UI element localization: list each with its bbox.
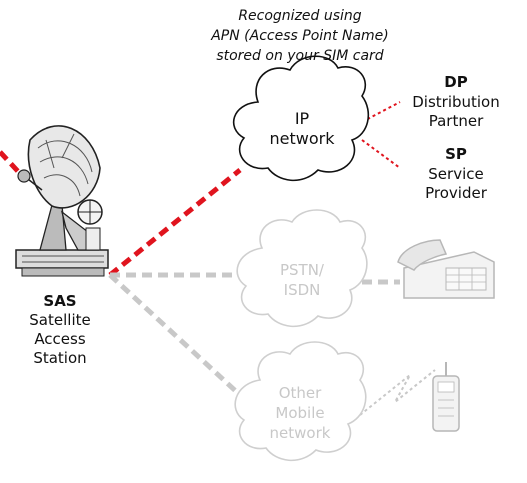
mobile-cloud-label-2: Mobile (275, 404, 324, 422)
sas-label-2: Access (34, 330, 86, 348)
mobile-phone-icon (432, 362, 460, 432)
sp-label-1: Service (428, 165, 483, 183)
ip-to-sp-link (361, 139, 401, 169)
dp-abbr: DP (444, 73, 467, 91)
mobile-radio-link (359, 369, 436, 416)
sas-label-1: Satellite (29, 311, 90, 329)
satellite-uplink-link (0, 150, 28, 182)
dp-label-1: Distribution (412, 93, 500, 111)
pstn-cloud-label-2: ISDN (284, 281, 321, 299)
ip-cloud-label-1: IP (295, 109, 310, 128)
sas-to-mobile-link (108, 273, 242, 397)
ip-network-cloud (233, 55, 370, 182)
mobile-network-cloud (234, 341, 367, 462)
apn-note-line-3: stored on your SIM card (216, 48, 383, 64)
ip-cloud-label-2: network (270, 129, 336, 148)
sas-label-3: Station (33, 349, 86, 367)
satellite-dish-icon (15, 125, 109, 277)
apn-note-line-2: APN (Access Point Name) (210, 28, 389, 44)
sp-abbr: SP (445, 145, 467, 163)
pstn-cloud-label-1: PSTN/ (280, 261, 325, 279)
sas-abbr: SAS (43, 292, 76, 310)
mobile-cloud-label-1: Other (279, 384, 322, 402)
sas-to-ip-link (108, 168, 242, 277)
sp-label-2: Provider (425, 184, 488, 202)
dp-label-2: Partner (429, 112, 484, 130)
mobile-cloud-label-3: network (270, 424, 331, 442)
pstn-isdn-cloud (236, 209, 368, 328)
telephone-icon (397, 239, 495, 299)
apn-note-line-1: Recognized using (238, 8, 361, 24)
